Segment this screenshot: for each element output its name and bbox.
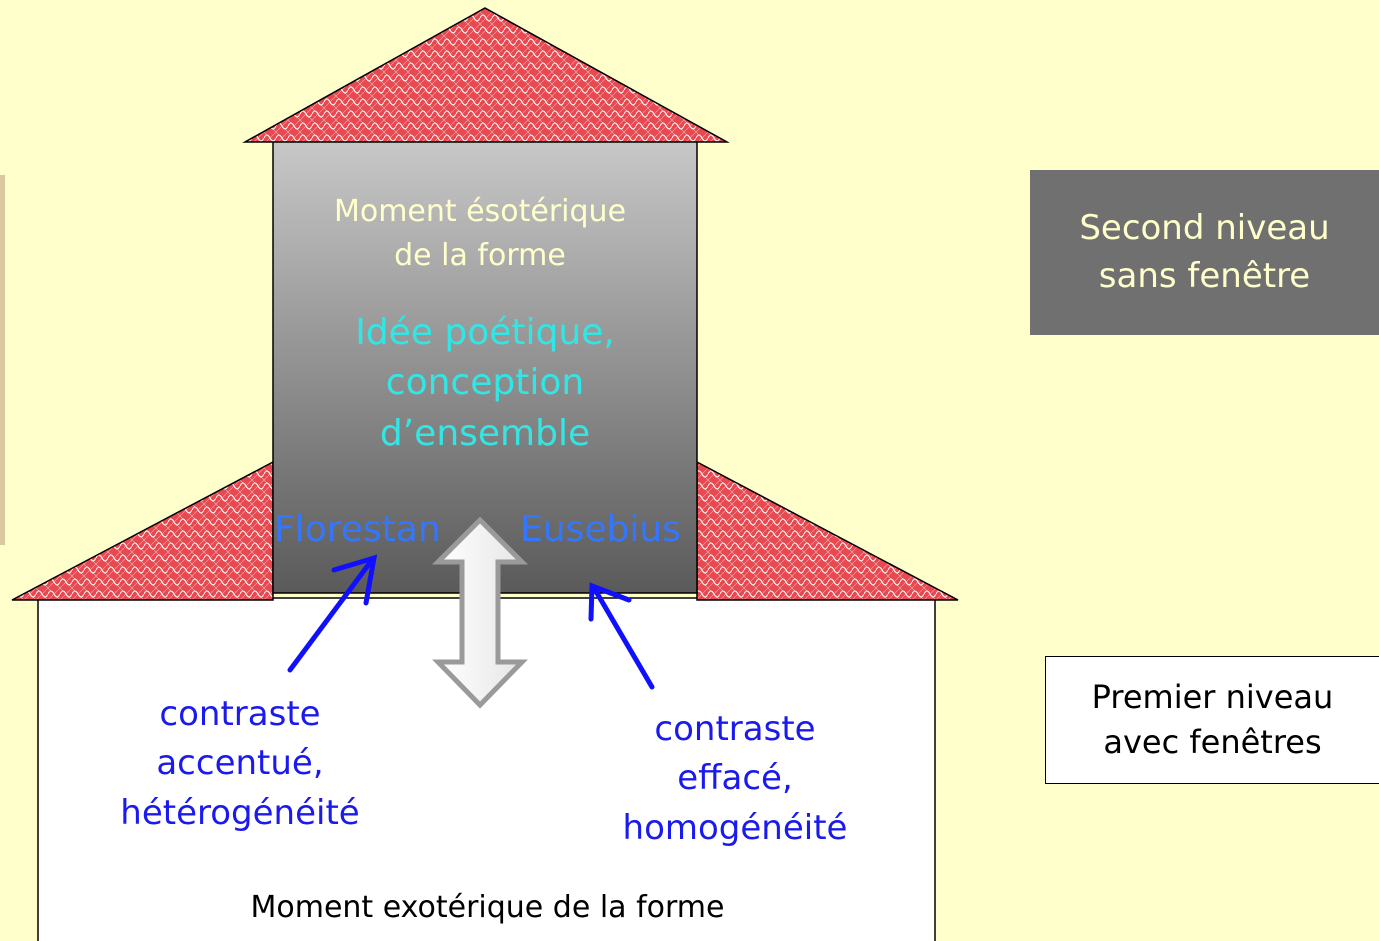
contrast-line: hétérogénéité	[120, 792, 360, 833]
left-blue-arrow	[287, 554, 378, 673]
idea-line: conception	[385, 362, 585, 404]
right-blue-arrow	[588, 582, 655, 690]
upper-title-line: de la forme	[394, 237, 566, 273]
upper-title-line: Moment ésotérique	[333, 194, 627, 229]
double-arrow	[431, 516, 529, 709]
contrast-line: effacé,	[677, 758, 793, 799]
contrast-accentuated-text: contraste accentué, hétérogénéité	[80, 690, 400, 838]
legend-second-level: Second niveau sans fenêtre	[1030, 170, 1379, 335]
idea-line: Idée poétique,	[355, 312, 615, 353]
contrast-line: homogénéité	[622, 807, 848, 848]
left-roof	[11, 460, 274, 601]
legend-first-level: Premier niveau avec fenêtres	[1045, 656, 1379, 784]
top-roof	[242, 7, 730, 143]
poetic-idea-text: Idée poétique, conception d’ensemble	[290, 308, 680, 459]
left-edge-mark	[0, 175, 5, 545]
upper-floor-title: Moment ésotérique de la forme	[300, 190, 660, 277]
right-roof	[696, 460, 959, 601]
legend-line: sans fenêtre	[1098, 255, 1311, 296]
legend-line: avec fenêtres	[1103, 723, 1322, 761]
florestan-label: Florestan	[274, 509, 441, 550]
idea-line: d’ensemble	[379, 412, 591, 454]
contrast-effaced-text: contraste effacé, homogénéité	[580, 705, 890, 853]
legend-line: Second niveau	[1079, 207, 1330, 248]
legend-line: Premier niveau	[1091, 678, 1334, 717]
contrast-line: accentué,	[156, 743, 324, 784]
lower-floor-title: Moment exotérique de la forme	[250, 890, 725, 925]
contrast-line: contraste	[654, 709, 816, 749]
contrast-line: contraste	[159, 694, 321, 734]
eusebius-label: Eusebius	[520, 509, 681, 550]
